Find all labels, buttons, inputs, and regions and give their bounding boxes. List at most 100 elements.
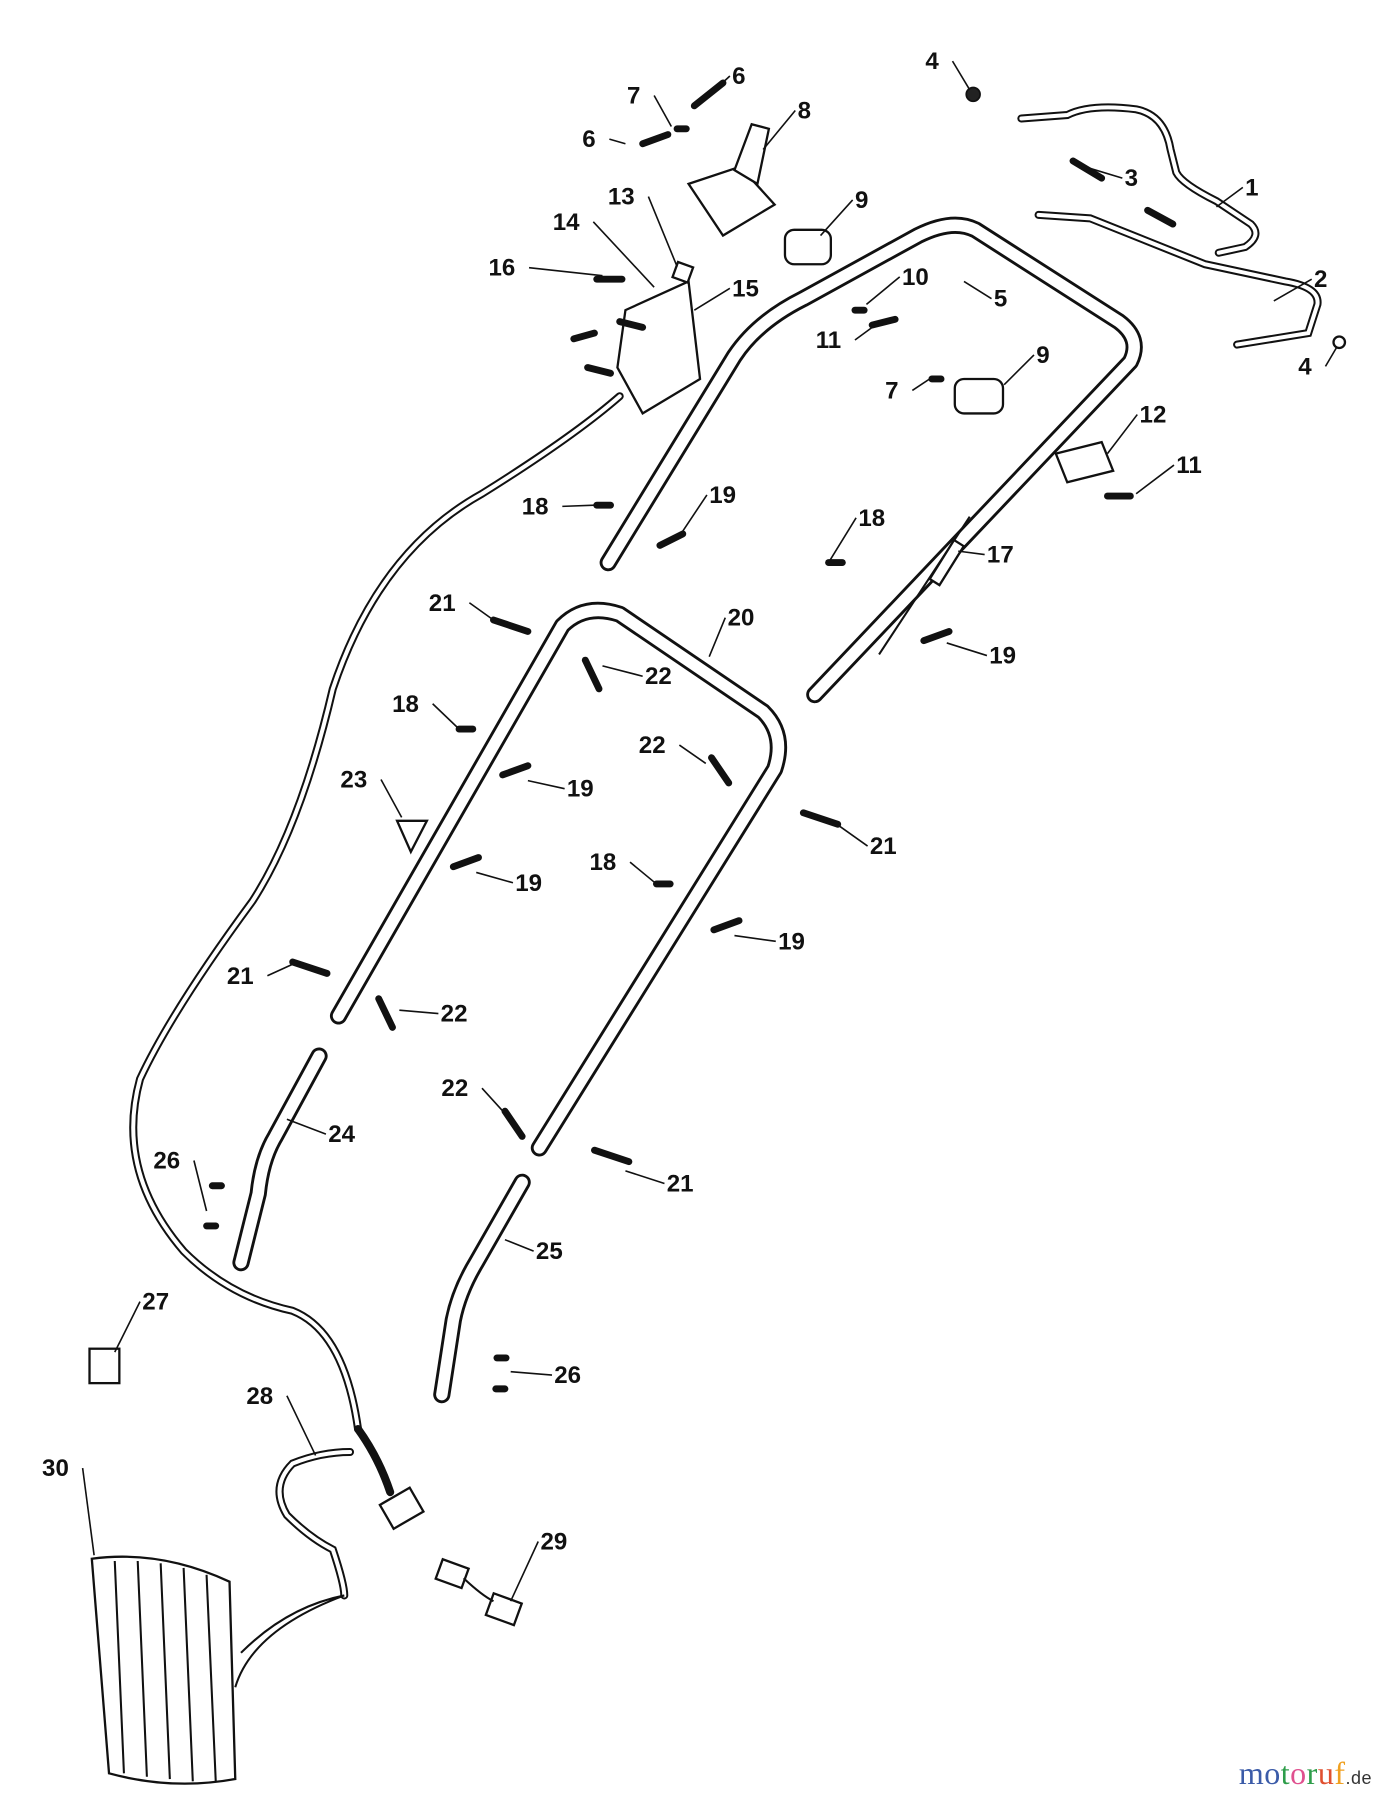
part-number-label: 5 — [994, 286, 1007, 313]
fastener — [920, 628, 953, 645]
fastener — [708, 754, 733, 787]
fastener — [490, 616, 532, 635]
part-number-label: 1 — [1245, 174, 1258, 201]
leader-line — [504, 1238, 534, 1252]
leader-line — [819, 199, 854, 237]
part-number-label: 27 — [142, 1289, 169, 1316]
leader-line — [1324, 346, 1338, 367]
part-number-label: 9 — [855, 187, 868, 214]
leader-line — [676, 494, 708, 541]
part-number-label: 7 — [885, 378, 898, 405]
part-number-label: 4 — [1298, 353, 1312, 380]
leader-line — [951, 60, 971, 91]
leader-line — [678, 744, 707, 765]
part-number-label: 17 — [987, 542, 1014, 569]
leader-line — [911, 378, 930, 392]
fastener — [868, 315, 899, 329]
part-number-label: 11 — [816, 327, 841, 354]
connector-29 — [434, 1557, 471, 1590]
leader-line — [1215, 186, 1244, 208]
part-number-label: 2 — [1314, 266, 1327, 293]
leader-line — [562, 504, 595, 508]
leader-line — [653, 95, 673, 127]
part-number-label: 29 — [541, 1529, 568, 1556]
part-number-label: 19 — [989, 643, 1016, 670]
leader-line — [81, 1467, 95, 1556]
part-number-label: 19 — [778, 928, 805, 955]
part-number-label: 22 — [639, 732, 666, 759]
leader-line — [432, 703, 460, 730]
fastener — [1069, 157, 1106, 182]
part-number-label: 9 — [1036, 342, 1049, 369]
leader-line — [193, 1160, 208, 1212]
clamp-9 — [783, 228, 833, 266]
leader-line — [734, 934, 776, 943]
logo-letter: r — [1306, 1755, 1318, 1791]
clip-4b — [1332, 335, 1347, 350]
leader-line — [286, 1118, 327, 1135]
part-number-label: 6 — [732, 63, 745, 90]
part-number-label: 13 — [608, 184, 635, 211]
part-number-label: 19 — [709, 482, 736, 509]
leader-line — [647, 196, 678, 267]
leader-line — [958, 550, 985, 556]
part-number-label: 14 — [553, 209, 580, 236]
fastener — [616, 318, 647, 331]
leader-line — [831, 820, 869, 847]
part-number-label: 11 — [1176, 452, 1201, 479]
battery-pack-30 — [90, 1555, 237, 1785]
leader-line — [114, 1301, 141, 1353]
leader-line — [854, 326, 873, 341]
leader-line — [509, 1541, 539, 1602]
fastener — [1144, 206, 1177, 228]
leader-line — [827, 517, 857, 564]
guide-23 — [395, 819, 429, 855]
part-number-label: 3 — [1125, 165, 1138, 192]
leader-line — [476, 871, 514, 884]
leader-line — [1084, 165, 1123, 179]
clip-4 — [965, 86, 981, 103]
cable-harness-28 — [129, 392, 624, 1688]
key-13 — [671, 260, 695, 285]
part-number-label: 18 — [392, 691, 419, 718]
fastener — [570, 329, 598, 343]
leader-line — [946, 642, 988, 657]
part-number-label: 21 — [870, 833, 897, 860]
part-number-label: 18 — [522, 493, 549, 520]
leader-line — [629, 861, 657, 885]
part-number-label: 6 — [582, 126, 595, 153]
leader-line — [865, 276, 901, 306]
clamp-9b — [953, 377, 1005, 415]
part-number-label: 21 — [429, 590, 456, 617]
part-number-label: 21 — [667, 1170, 694, 1197]
leader-line — [1106, 414, 1138, 455]
switch-box-15 — [616, 279, 702, 416]
part-number-label: 22 — [441, 1001, 468, 1028]
part-number-label: 15 — [732, 275, 759, 302]
part-number-label: 19 — [515, 870, 542, 897]
fasteners — [203, 79, 1177, 1393]
leader-line — [963, 280, 992, 300]
leader-line — [481, 1087, 506, 1114]
fastener — [710, 917, 743, 934]
connector-27 — [88, 1347, 121, 1385]
part-number-label: 18 — [589, 849, 616, 876]
logo-letter: o — [1290, 1755, 1307, 1791]
leader-line — [699, 75, 731, 105]
upper-handle-5 — [599, 216, 1143, 704]
fastener — [799, 809, 842, 828]
part-number-label: 26 — [554, 1362, 581, 1389]
leader-line — [1135, 464, 1175, 495]
leader-line — [1003, 354, 1035, 386]
small-parts — [88, 86, 1347, 1627]
leader-line — [625, 1170, 665, 1185]
part-number-label: 23 — [340, 767, 367, 794]
part-number-label: 25 — [536, 1238, 563, 1265]
fastener — [581, 656, 603, 693]
fastener — [449, 854, 482, 871]
fastener — [501, 1107, 526, 1140]
part-number-label: 18 — [858, 505, 885, 532]
fastener — [591, 1146, 633, 1166]
